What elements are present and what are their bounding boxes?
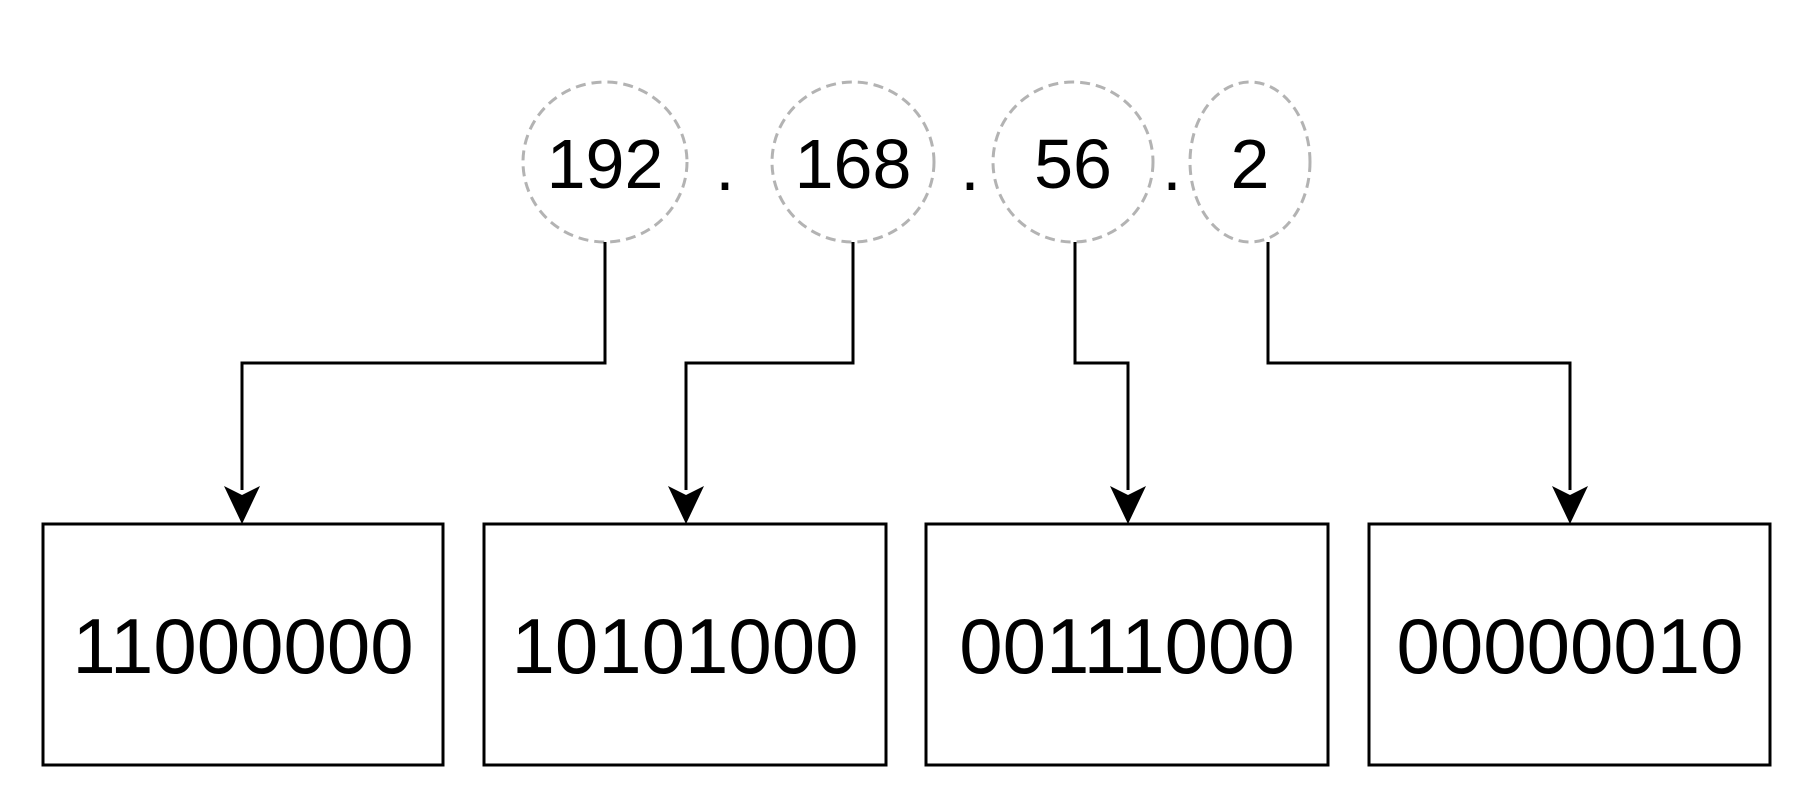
binary-value-1: 11000000 <box>72 602 413 690</box>
connector-arrowhead-1 <box>224 486 260 524</box>
octet-circle-4 <box>1188 80 1312 244</box>
octet-group-4: 2 <box>1188 80 1312 244</box>
binary-box-group-3: 00111000 <box>924 522 1330 767</box>
binary-box-group-4: 00000010 <box>1367 522 1772 767</box>
binary-box-group-2: 10101000 <box>482 522 888 767</box>
binary-box-group-1: 11000000 <box>41 522 445 767</box>
octet-label-2: 168 <box>795 125 912 203</box>
binary-value-4: 00000010 <box>1396 602 1743 690</box>
separator-dot-1: . <box>715 127 734 205</box>
connector-line-2 <box>684 242 855 490</box>
binary-box-2 <box>482 522 888 767</box>
octet-group-1: 192 <box>521 80 689 244</box>
connector-line-4 <box>1266 242 1572 490</box>
separator-dot-2: . <box>960 127 979 205</box>
octet-group-2: 168 <box>770 80 936 244</box>
binary-value-3: 00111000 <box>959 602 1294 690</box>
binary-box-1 <box>41 522 445 767</box>
binary-box-4 <box>1367 522 1772 767</box>
connector-arrowhead-4 <box>1552 486 1588 524</box>
octet-group-3: 56 <box>991 80 1155 244</box>
connector-line-1 <box>240 242 607 490</box>
separator-dot-3: . <box>1162 127 1181 205</box>
binary-value-2: 10101000 <box>511 602 858 690</box>
octet-circle-1 <box>521 80 689 244</box>
octet-label-3: 56 <box>1034 125 1112 203</box>
connector-arrowhead-3 <box>1110 486 1146 524</box>
octet-label-4: 2 <box>1231 125 1270 203</box>
connector-arrowhead-2 <box>668 486 704 524</box>
octet-circle-2 <box>770 80 936 244</box>
binary-box-3 <box>924 522 1330 767</box>
connector-line-3 <box>1073 242 1130 490</box>
octet-circle-3 <box>991 80 1155 244</box>
octet-label-1: 192 <box>547 125 664 203</box>
